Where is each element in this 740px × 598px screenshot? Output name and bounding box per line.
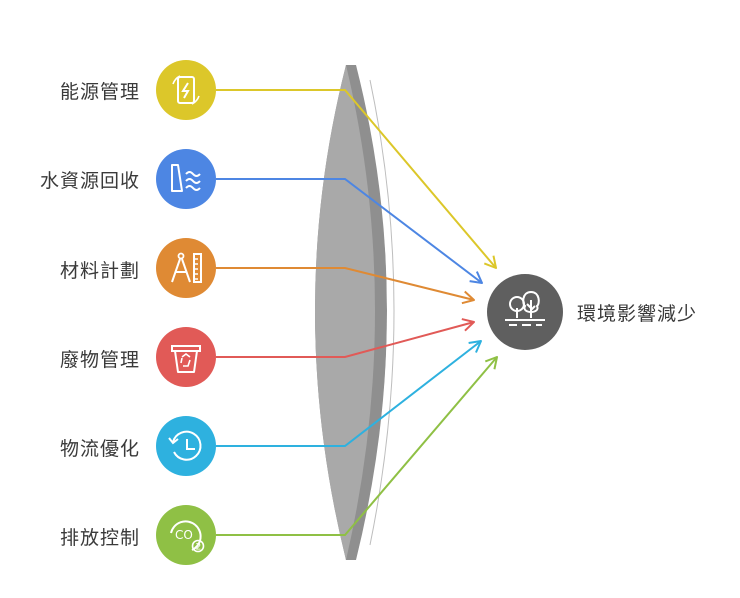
lens-shape [315, 65, 395, 560]
input-label-material: 材料計劃 [59, 260, 140, 282]
svg-text:CO: CO [175, 528, 193, 542]
compass-ruler-icon [171, 252, 202, 283]
input-label-emission: 排放控制 [59, 527, 140, 549]
input-label-waste: 廢物管理 [59, 349, 140, 371]
target-node [487, 274, 563, 350]
connector-arrow-2 [216, 267, 475, 305]
energy-cycle-icon [172, 75, 200, 105]
input-node-3 [156, 327, 216, 387]
input-node-1 [156, 149, 216, 209]
input-node-2 [156, 238, 216, 298]
recycle-bin-icon [171, 345, 201, 373]
connector-arrow-3 [216, 318, 475, 358]
input-node-5: CO2 [156, 505, 216, 565]
arrows-layer [216, 89, 498, 536]
nodes-layer: CO2 [156, 60, 563, 565]
trees-icon [505, 290, 545, 326]
connector-arrow-0 [216, 89, 497, 269]
input-node-4 [156, 416, 216, 476]
target-label: 環境影響減少 [577, 303, 698, 325]
input-label-logistics: 物流優化 [59, 438, 140, 460]
connector-arrow-5 [216, 356, 498, 536]
input-node-0 [156, 60, 216, 120]
connector-arrow-4 [216, 340, 482, 447]
input-label-energy: 能源管理 [59, 81, 140, 103]
connector-arrow-1 [216, 178, 483, 284]
clock-refresh-icon [168, 430, 202, 461]
svg-text:2: 2 [196, 543, 202, 553]
input-label-water: 水資源回收 [39, 170, 140, 192]
dam-water-icon [171, 164, 201, 192]
co2-icon: CO2 [170, 520, 205, 553]
